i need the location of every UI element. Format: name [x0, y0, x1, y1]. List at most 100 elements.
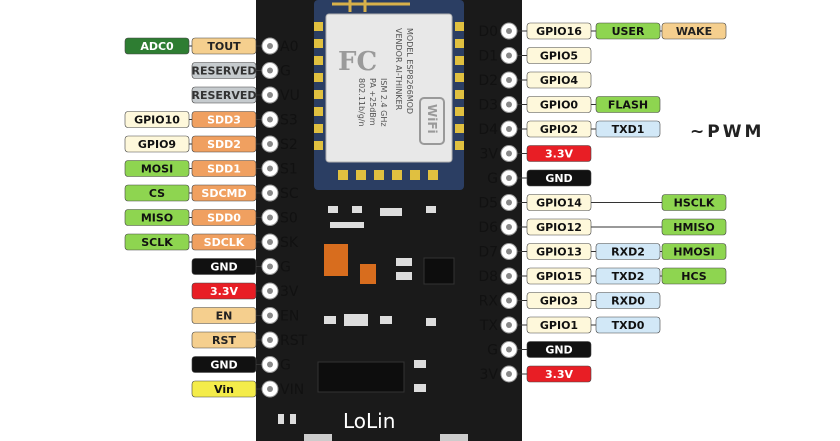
pin-label-box: [124, 111, 190, 128]
pin-headers: [261, 22, 518, 398]
usb-connector: [304, 434, 332, 441]
pin-label-text: HMISO: [673, 221, 715, 234]
pin-label-box: [595, 243, 661, 260]
pin-hole-center: [267, 141, 273, 147]
pin-label-text: SDCMD: [201, 187, 246, 200]
pin-label-text: HMOSI: [673, 246, 715, 259]
chip: [423, 257, 455, 285]
module-pad: [314, 107, 323, 116]
pin-label: RESERVED: [191, 62, 257, 79]
pin-name: G: [487, 171, 498, 187]
pin-label: RESERVED: [191, 86, 257, 104]
board-logo: LoLin: [343, 409, 395, 433]
module-pad: [455, 73, 464, 82]
module-line: 802.11b/g/n: [357, 78, 366, 127]
pin-name: EN: [280, 309, 299, 325]
smd-part: [396, 258, 412, 266]
pin-label-text: GPIO1: [540, 319, 578, 332]
pin-label-text: GPIO12: [536, 221, 582, 234]
smd-part: [290, 414, 296, 424]
pin-label: GPIO1: [526, 316, 592, 334]
pin-label-text: HCS: [681, 270, 706, 283]
pin-name: A0: [280, 39, 298, 55]
module-pad: [338, 170, 348, 180]
pin-label: FLASH: [595, 96, 661, 113]
pin-label: GPIO10: [124, 111, 190, 128]
pin-label: GND: [526, 169, 592, 187]
module-pad: [314, 22, 323, 31]
pin-label: GPIO9: [124, 135, 190, 153]
pin-label: GND: [526, 341, 592, 358]
pin-label-text: GPIO4: [540, 74, 579, 87]
pin-label-text: 3.3V: [545, 368, 573, 381]
pin-hole-center: [267, 361, 273, 368]
pin-name: SC: [280, 186, 299, 202]
pin-hole-center: [267, 92, 273, 98]
pin-label-text: GPIO14: [536, 197, 582, 210]
pin-label: TXD2: [595, 267, 661, 285]
module-pad: [314, 56, 323, 65]
pin-name: G: [280, 358, 291, 374]
pin-hole-center: [267, 312, 273, 319]
pin-label-text: Vin: [214, 383, 234, 396]
pin-label-text: RXD0: [611, 295, 645, 308]
module-pad: [428, 170, 438, 180]
pin-label-text: RESERVED: [191, 89, 256, 102]
pin-hole-center: [506, 150, 512, 157]
pin-hole-center: [267, 239, 273, 245]
pin-name: D1: [478, 49, 498, 65]
module-pad: [356, 170, 366, 180]
pin-name: G: [280, 64, 291, 80]
pin-label-box: [526, 194, 592, 211]
pin-label: GPIO16: [526, 22, 592, 40]
connector-lines: [189, 30, 662, 390]
pin-name: D6: [478, 220, 498, 236]
pin-label-text: ADC0: [140, 40, 174, 53]
pin-label: 3.3V: [526, 365, 592, 383]
pin-hole-center: [506, 273, 512, 279]
pin-hole-center: [267, 337, 273, 343]
pin-label: 3.3V: [191, 282, 257, 300]
smd-part: [414, 384, 426, 392]
pin-label-text: TXD1: [612, 123, 645, 136]
pin-hole-center: [267, 214, 273, 221]
pin-label: GPIO4: [526, 71, 592, 89]
pin-name: G: [280, 260, 291, 276]
pin-hole-center: [267, 165, 273, 172]
pin-label-text: GPIO16: [536, 25, 582, 38]
pin-label: GPIO15: [526, 267, 592, 285]
pin-label-text: GND: [545, 344, 572, 357]
module-pad: [455, 141, 464, 150]
pin-label-box: [595, 120, 661, 138]
pin-label-box: [124, 233, 190, 251]
pin-label-text: GPIO13: [536, 246, 582, 259]
pin-hole-center: [506, 77, 512, 83]
pin-label-text: GND: [545, 172, 572, 185]
pin-label: GND: [191, 258, 257, 275]
pin-label-box: [124, 160, 190, 177]
pin-label-text: FLASH: [608, 99, 648, 112]
pin-name: G: [487, 343, 498, 359]
pin-label-box: [191, 282, 257, 300]
pin-label: TOUT: [191, 37, 257, 55]
pin-label-box: [124, 184, 190, 202]
wifi-logo-box: [419, 97, 445, 145]
pin-label: RST: [191, 331, 257, 349]
pin-label-text: EN: [216, 310, 233, 323]
pin-labels: A0TOUTADC0GRESERVEDVURESERVEDS3SDD3GPIO1…: [124, 22, 727, 398]
pin-label-box: [661, 22, 727, 40]
pin-label: SDCMD: [191, 184, 257, 202]
pin-label-text: RESERVED: [191, 65, 256, 78]
pin-label-text: TOUT: [207, 40, 241, 53]
capacitor-orange: [324, 244, 348, 276]
pin-label: MOSI: [124, 160, 190, 177]
wifi-logo: WiFi: [425, 104, 439, 134]
pin-label: SDD1: [191, 160, 257, 177]
pin-hole-center: [267, 116, 273, 123]
pin-hole-center: [506, 52, 512, 59]
pin-label: EN: [191, 307, 257, 324]
pin-label: GPIO3: [526, 292, 592, 309]
pin-label-box: [661, 267, 727, 285]
pin-label-box: [191, 111, 257, 128]
